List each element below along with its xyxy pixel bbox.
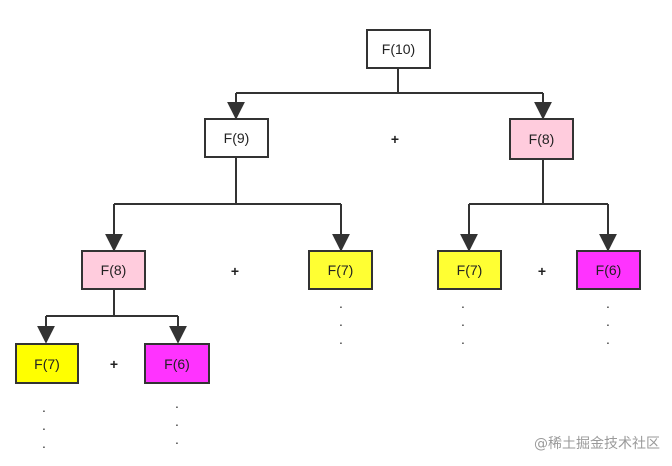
node-label: F(6) [164, 356, 190, 372]
dot: . [42, 399, 46, 415]
node-label: F(9) [224, 130, 250, 146]
dot: . [606, 331, 610, 347]
dot: . [461, 331, 465, 347]
node-label: F(8) [529, 131, 555, 147]
plus-sign: + [110, 356, 118, 372]
node-f7-mid: F(7) [308, 250, 373, 290]
node-f6-right: F(6) [576, 250, 641, 290]
connector-f9 [105, 157, 350, 252]
node-f9-left: F(9) [204, 118, 269, 158]
node-label: F(7) [34, 356, 60, 372]
node-f7-bottom: F(7) [15, 343, 79, 384]
node-f8-mid: F(8) [81, 250, 146, 290]
continuation-dots-f7-mid: . . . [339, 295, 343, 347]
node-label: F(7) [328, 262, 354, 278]
dot: . [461, 313, 465, 329]
continuation-dots-f6-right: . . . [606, 295, 610, 347]
node-f6-bottom: F(6) [144, 343, 210, 384]
dot: . [339, 313, 343, 329]
dot: . [42, 417, 46, 433]
dot: . [339, 331, 343, 347]
connector-f8-right [460, 159, 617, 252]
dot: . [42, 435, 46, 451]
dot: . [175, 413, 179, 429]
connector-f8-mid [37, 289, 187, 344]
plus-sign: + [231, 263, 239, 279]
connector-f10 [227, 68, 552, 120]
dot: . [339, 295, 343, 311]
dot: . [461, 295, 465, 311]
dot: . [606, 313, 610, 329]
watermark-text: @稀土掘金技术社区 [534, 436, 660, 452]
node-f7-right: F(7) [437, 250, 502, 290]
node-f8-right: F(8) [509, 118, 574, 160]
dot: . [606, 295, 610, 311]
plus-sign: + [538, 263, 546, 279]
node-label: F(8) [101, 262, 127, 278]
continuation-dots-f6-bottom: . . . [175, 395, 179, 447]
node-label: F(6) [596, 262, 622, 278]
node-label: F(10) [382, 41, 415, 57]
continuation-dots-f7-bottom: . . . [42, 399, 46, 451]
dot: . [175, 395, 179, 411]
plus-sign: + [391, 131, 399, 147]
node-label: F(7) [457, 262, 483, 278]
node-f10-root: F(10) [366, 29, 431, 69]
dot: . [175, 431, 179, 447]
continuation-dots-f7-right: . . . [461, 295, 465, 347]
